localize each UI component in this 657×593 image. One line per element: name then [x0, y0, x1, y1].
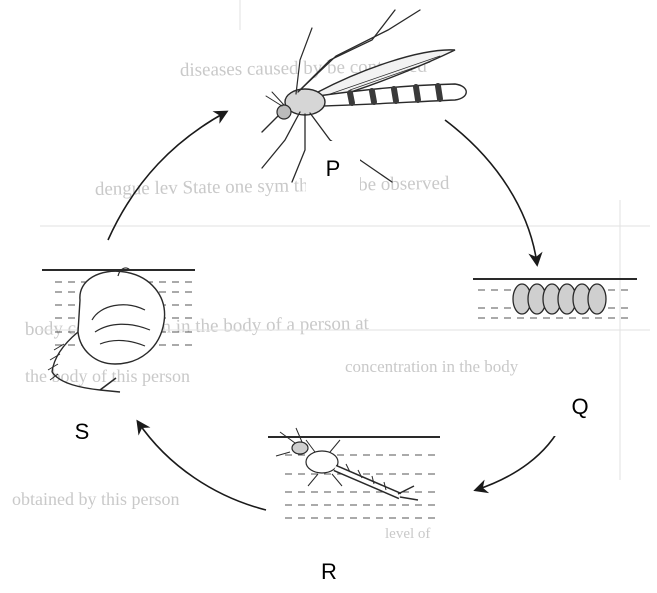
bleed-line: obtained by this person	[12, 489, 179, 509]
label-p: P	[306, 141, 360, 197]
bleed-line: dengue lev State one sym that can be obs…	[95, 173, 450, 200]
bleed-line: body concentration in the body of a pers…	[25, 313, 370, 340]
label-q: Q	[551, 377, 609, 436]
label-s: S	[52, 399, 112, 464]
arrow-p-to-q	[445, 120, 537, 264]
adult-mosquito-illustration	[262, 10, 466, 182]
arrow-s-to-p	[108, 112, 226, 240]
bleed-line: concentration in the body	[345, 357, 519, 376]
egg-raft-illustration	[473, 279, 637, 318]
arrow-q-to-r	[476, 422, 563, 490]
larva-illustration	[268, 428, 440, 518]
label-r: R	[300, 551, 358, 593]
bleed-line: level of	[385, 526, 430, 542]
